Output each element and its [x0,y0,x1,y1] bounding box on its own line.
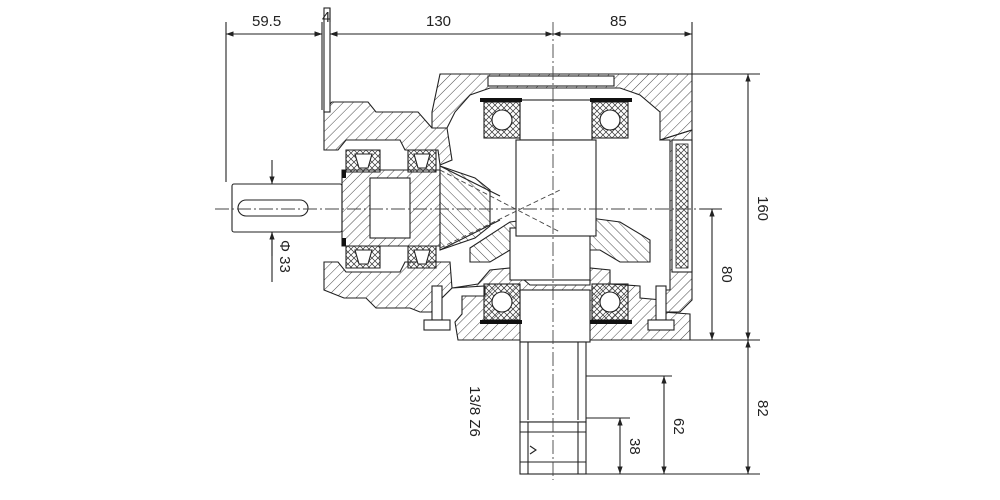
bevel-pinion [439,165,501,251]
dim-130: 130 [426,13,451,30]
center-lines [215,22,720,480]
dim-spline-spec: 13/8 Z6 [466,386,483,437]
dim-phi-33: Φ 33 [276,240,293,273]
dim-62: 62 [670,418,687,435]
dim-82: 82 [754,400,771,417]
dim-160: 160 [754,196,771,221]
dimension-labels: 59.5 4 130 85 160 80 82 62 38 Φ 33 13/8 … [252,9,771,455]
input-shaft [231,169,441,247]
dim-80: 80 [718,266,735,283]
input-bearings [342,149,437,269]
dim-59-5: 59.5 [252,13,281,30]
dim-38: 38 [626,438,643,455]
housing-bolts [423,285,675,331]
dim-85: 85 [610,13,627,30]
dimension-lines [226,31,751,474]
dim-4: 4 [322,9,330,26]
output-bearings [480,75,632,324]
